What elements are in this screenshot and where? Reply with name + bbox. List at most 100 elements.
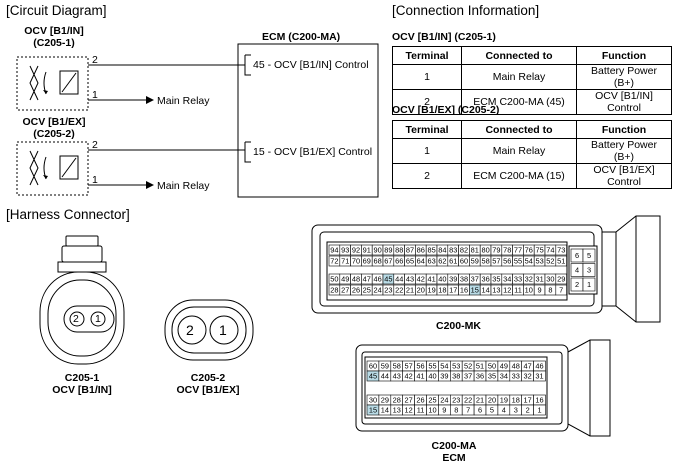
svg-text:94: 94	[330, 246, 338, 255]
svg-text:82: 82	[460, 246, 468, 255]
svg-text:3: 3	[587, 266, 591, 275]
c200-mk-pin-1: 1	[582, 277, 596, 292]
c205-2-pin-1-label: 1	[219, 322, 227, 338]
c200-ma-housing	[355, 339, 611, 437]
c200-mk-pin-33: 33	[512, 273, 524, 285]
function-cell: OCV [B1/IN] Control	[576, 89, 672, 115]
c200-mk-pin-81: 81	[469, 244, 481, 256]
c200-mk-pin-20: 20	[415, 284, 427, 296]
svg-text:57: 57	[492, 257, 500, 266]
c200-ma-pin-30: 30	[366, 394, 380, 406]
c200-ma-pin-55: 55	[426, 360, 439, 372]
c200-mk-pin-66: 66	[393, 255, 405, 267]
c200-ma-pin-9: 9	[438, 404, 451, 416]
c200-mk-pin-61: 61	[447, 255, 459, 267]
svg-text:69: 69	[363, 257, 371, 266]
c200-mk-pin-73: 73	[555, 244, 567, 256]
c200-ma-pin-35: 35	[485, 370, 499, 382]
svg-text:80: 80	[481, 246, 489, 255]
svg-text:47: 47	[524, 362, 532, 371]
c200-ma-pin-23: 23	[449, 394, 463, 406]
svg-text:5: 5	[587, 251, 591, 260]
c205-1-connector	[39, 235, 125, 365]
main-relay-label-2: Main Relay	[157, 180, 210, 192]
c200-mk-pin-85: 85	[425, 244, 438, 256]
c200-ma-pin-39: 39	[438, 370, 451, 382]
c200-ma-pin-37: 37	[461, 370, 475, 382]
connection-table-c205-1: Terminal Connected to Function 1 Main Re…	[392, 46, 672, 115]
c200-mk-pin-60: 60	[458, 255, 470, 267]
svg-text:30: 30	[369, 396, 377, 405]
c200-ma-pin-53: 53	[449, 360, 463, 372]
c200-ma-pin-32: 32	[521, 370, 534, 382]
c200-ma-pin-29: 29	[378, 394, 392, 406]
c200-mk-pin-74: 74	[544, 244, 557, 256]
svg-text:11: 11	[417, 406, 425, 415]
svg-text:93: 93	[341, 246, 349, 255]
c200-ma-pin-60: 60	[366, 360, 380, 372]
connected-cell: ECM C200-MA (45)	[461, 89, 577, 115]
c200-mk-pin-19: 19	[425, 284, 438, 296]
connected-cell: Main Relay	[461, 64, 577, 90]
svg-text:9: 9	[442, 406, 446, 415]
c200-mk-pin-35: 35	[490, 273, 503, 285]
c200-ma-pin-4: 4	[497, 404, 511, 416]
c200-mk-pin-54: 54	[523, 255, 535, 267]
svg-text:54: 54	[525, 257, 533, 266]
c200-mk-pin-22: 22	[393, 284, 405, 296]
svg-text:74: 74	[546, 246, 554, 255]
c200-ma-pin-45: 45	[366, 370, 380, 382]
c200-mk-pin-14: 14	[479, 284, 492, 296]
c200-mk-pin-87: 87	[404, 244, 416, 256]
c200-mk-pin-30: 30	[544, 273, 557, 285]
table-row: 1 Main Relay Battery Power (B+)	[392, 64, 672, 90]
terminal-cell: 2	[392, 89, 462, 115]
c200-mk-pin-10: 10	[523, 284, 535, 296]
svg-text:28: 28	[393, 396, 401, 405]
c200-ma-pin-12: 12	[402, 404, 415, 416]
c200-mk-pin-59: 59	[469, 255, 481, 267]
c200-mk-pin-25: 25	[361, 284, 373, 296]
svg-text:26: 26	[416, 396, 424, 405]
c200-mk-pin-13: 13	[490, 284, 503, 296]
c200-mk-pin-50: 50	[328, 273, 341, 285]
c200-mk-pin-31: 31	[533, 273, 546, 285]
svg-text:17: 17	[449, 286, 457, 295]
svg-text:19: 19	[500, 396, 508, 405]
ocv2-code: (C205-2)	[33, 128, 75, 140]
c200-mk-pin-8: 8	[544, 284, 557, 296]
svg-text:21: 21	[476, 396, 484, 405]
c200-mk-pin-5: 5	[582, 248, 596, 263]
svg-text:59: 59	[471, 257, 479, 266]
c200-mk-pin-4: 4	[570, 263, 584, 277]
c200-mk-pin-16: 16	[458, 284, 470, 296]
svg-text:51: 51	[557, 257, 565, 266]
harness-connector-heading: [Harness Connector]	[6, 207, 130, 222]
c200-ma-pin-51: 51	[473, 360, 487, 372]
c200-mk-pin-41: 41	[425, 273, 438, 285]
c200-mk-pin-62: 62	[436, 255, 449, 267]
c200-ma-pin-36: 36	[473, 370, 487, 382]
c200-ma-pin-8: 8	[449, 404, 463, 416]
c200-mk-pin-86: 86	[415, 244, 427, 256]
c200-ma-pin-46: 46	[533, 360, 546, 372]
svg-text:53: 53	[452, 362, 460, 371]
c200-ma-pin-40: 40	[426, 370, 439, 382]
svg-text:25: 25	[363, 286, 371, 295]
svg-text:25: 25	[428, 396, 436, 405]
svg-text:58: 58	[393, 362, 401, 371]
svg-text:43: 43	[393, 372, 401, 381]
c200-ma-pin-13: 13	[390, 404, 403, 416]
c200-mk-pin-63: 63	[425, 255, 438, 267]
svg-text:31: 31	[535, 372, 543, 381]
svg-text:81: 81	[471, 246, 479, 255]
c200-ma-pin-33: 33	[509, 370, 522, 382]
svg-text:63: 63	[427, 257, 435, 266]
svg-text:1: 1	[587, 280, 591, 289]
c200-ma-pin-3: 3	[509, 404, 522, 416]
svg-text:13: 13	[393, 406, 401, 415]
svg-text:34: 34	[503, 275, 511, 284]
svg-text:32: 32	[524, 372, 532, 381]
c200-mk-pin-69: 69	[361, 255, 373, 267]
svg-text:28: 28	[330, 286, 338, 295]
